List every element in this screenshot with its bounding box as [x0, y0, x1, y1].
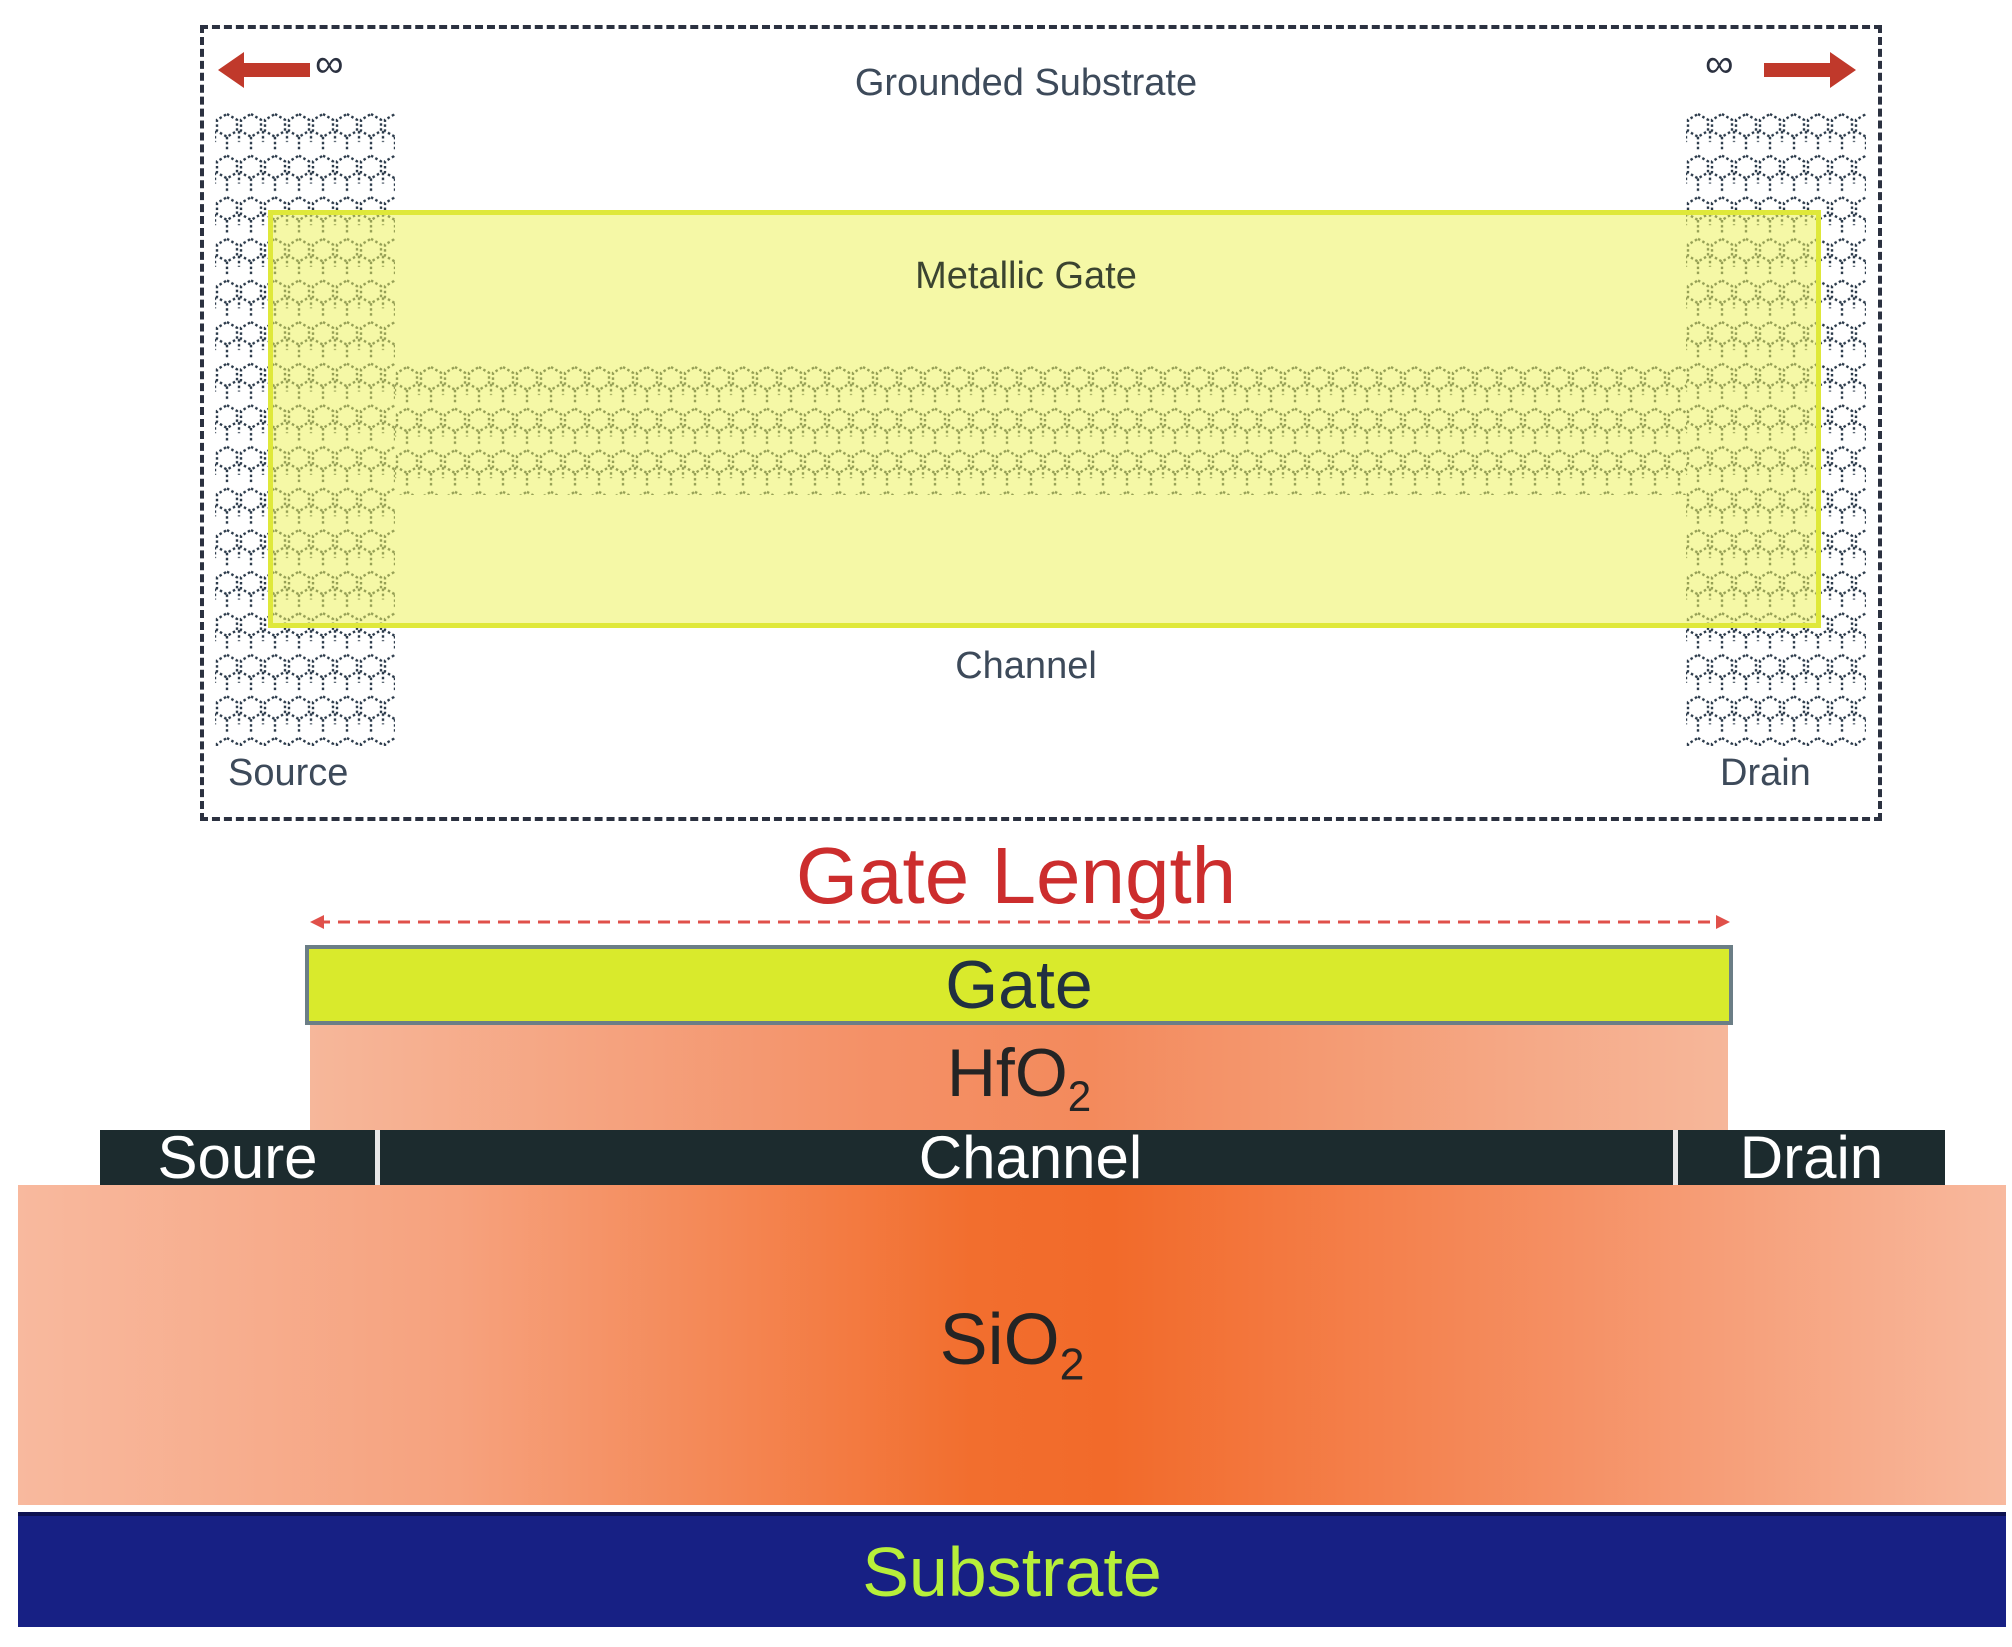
top-view-frame	[200, 25, 1882, 821]
gate-length-label: Gate Length	[795, 831, 1237, 920]
right-arrow-icon	[1764, 52, 1856, 88]
source-label-top: Source	[228, 752, 349, 794]
hfo2-layer: HfO2	[310, 1025, 1728, 1130]
substrate-layer: Substrate	[18, 1512, 2006, 1627]
gate-layer-label: Gate	[945, 947, 1093, 1023]
infinity-icon-right: ∞	[1705, 42, 1734, 86]
channel-layer: Soure Channel Drain	[100, 1124, 1945, 1191]
drain-label-top: Drain	[1720, 752, 1811, 794]
gate-length-arrow-icon	[310, 915, 1730, 929]
substrate-label: Substrate	[862, 1532, 1162, 1611]
grounded-substrate-label: Grounded Substrate	[854, 62, 1198, 104]
drain-segment: Drain	[1678, 1124, 1945, 1191]
drain-segment-label: Drain	[1739, 1124, 1884, 1191]
sio2-layer: SiO2	[18, 1185, 2006, 1505]
gate-layer: Gate	[305, 945, 1733, 1025]
metallic-gate-overlay	[268, 210, 1821, 628]
channel-segment-label: Channel	[918, 1124, 1143, 1191]
channel-segment: Channel	[388, 1124, 1678, 1191]
source-segment: Soure	[100, 1124, 380, 1191]
channel-label-top: Channel	[955, 645, 1097, 687]
infinity-icon-left: ∞	[315, 42, 344, 86]
sio2-label: SiO2	[939, 1300, 1085, 1390]
metallic-gate-label: Metallic Gate	[915, 255, 1137, 297]
left-arrow-icon	[218, 52, 310, 88]
source-segment-label: Soure	[157, 1124, 318, 1191]
hfo2-label: HfO2	[946, 1035, 1092, 1120]
